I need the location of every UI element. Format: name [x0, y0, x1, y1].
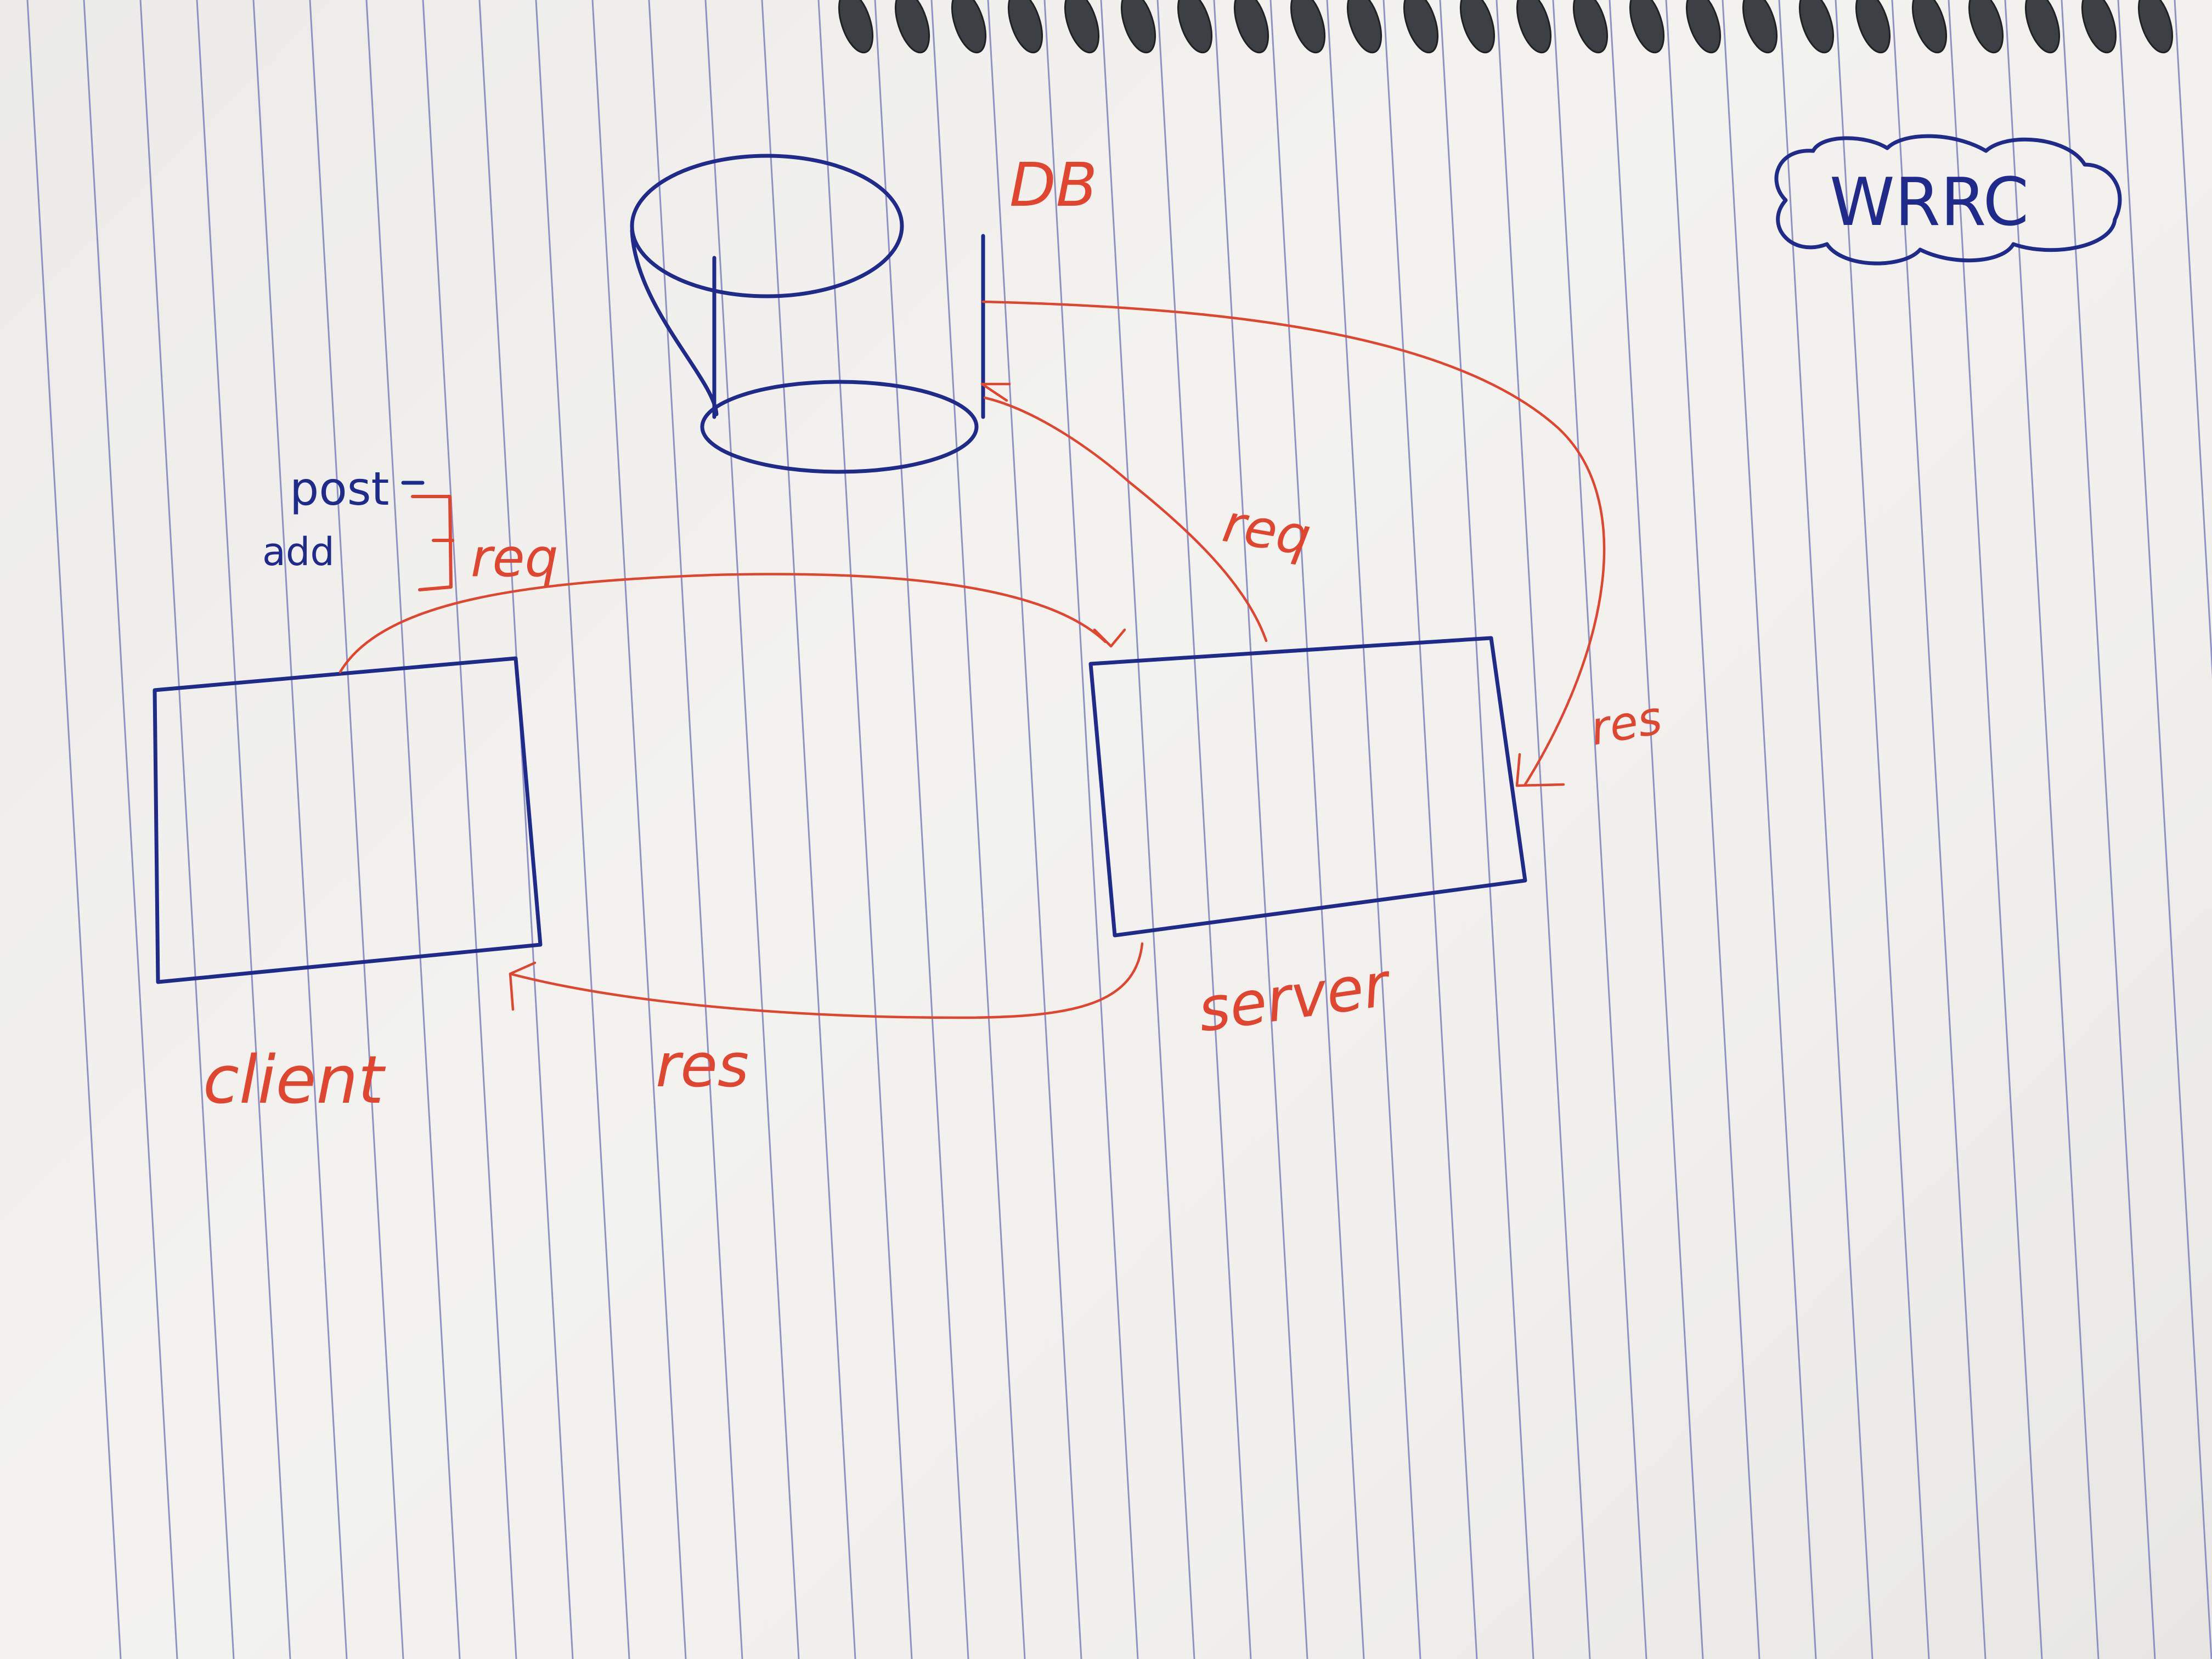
spiral-coil — [1855, 0, 1891, 54]
db-bottom-ellipse — [700, 380, 979, 474]
ruled-line — [535, 0, 630, 1659]
spiral-coil — [1685, 0, 1722, 54]
ruled-line — [252, 0, 348, 1659]
ruled-line — [987, 0, 1082, 1659]
db-cylinder — [630, 154, 985, 474]
ruled-line — [309, 0, 404, 1659]
ruled-line — [1439, 0, 1534, 1659]
spiral-coil — [1064, 0, 1100, 54]
spiral-coil — [1290, 0, 1326, 54]
spiral-coil — [838, 0, 874, 54]
ruled-line — [2061, 0, 2156, 1659]
db-label: DB — [1009, 150, 1097, 220]
ruled-line — [874, 0, 969, 1659]
spiral-coil — [2081, 0, 2117, 54]
edge-client-to-server — [338, 573, 1107, 674]
ruled-line — [761, 0, 856, 1659]
method-add: add — [262, 529, 335, 574]
edge-db-to-server — [981, 300, 1606, 786]
server-box — [1088, 636, 1527, 938]
ruled-line — [1043, 0, 1139, 1659]
ruled-line — [1100, 0, 1195, 1659]
spiral-coil — [1007, 0, 1043, 54]
ruled-line — [817, 0, 913, 1659]
title-cloud — [1774, 134, 2122, 266]
arrowhead-server-to-client — [509, 961, 537, 1011]
edge-label-client-to-server: req — [471, 527, 558, 589]
arrowhead-db-to-server — [1515, 753, 1565, 787]
ruled-line — [196, 0, 291, 1659]
ruled-line — [2004, 0, 2100, 1659]
spiral-coil — [1459, 0, 1496, 54]
ruled-line — [1552, 0, 1647, 1659]
ruled-line — [1609, 0, 1704, 1659]
ruled-line — [2117, 0, 2212, 1659]
spiral-coil — [1572, 0, 1609, 54]
ruled-line — [1665, 0, 1760, 1659]
ruled-line — [1891, 0, 1987, 1659]
spiral-coil — [1233, 0, 1269, 54]
edge-label-server-to-db: req — [1218, 492, 1315, 568]
ruled-line — [139, 0, 235, 1659]
client-label: client — [203, 1042, 386, 1119]
spiral-binding — [838, 0, 2174, 54]
ruled-line — [1326, 0, 1421, 1659]
ruled-line — [1496, 0, 1591, 1659]
req-bracket — [411, 495, 453, 591]
spiral-coil — [1742, 0, 1778, 54]
spiral-coil — [1798, 0, 1835, 54]
ruled-line — [2174, 0, 2212, 679]
spiral-coil — [1968, 0, 2004, 54]
ruled-line — [365, 0, 461, 1659]
spiral-coil — [1629, 0, 1665, 54]
ruled-line — [930, 0, 1026, 1659]
db-left-side-top — [630, 228, 719, 416]
method-post: post — [290, 462, 389, 516]
ruled-line — [422, 0, 517, 1659]
title-cloud-text: WRRC — [1830, 165, 2029, 241]
spiral-coil — [2137, 0, 2174, 54]
db-top-ellipse — [630, 154, 904, 298]
ruled-lines — [26, 0, 2212, 1659]
spiral-coil — [1911, 0, 1948, 54]
spiral-coil — [1403, 0, 1439, 54]
ruled-line — [591, 0, 687, 1659]
ruled-line — [1269, 0, 1365, 1659]
ruled-line — [478, 0, 574, 1659]
ruled-line — [1948, 0, 2043, 1659]
edge-label-db-to-server: res — [1586, 691, 1666, 756]
spiral-coil — [951, 0, 987, 54]
ruled-line — [1835, 0, 1930, 1659]
ruled-line — [1213, 0, 1308, 1659]
ruled-line — [26, 0, 122, 1659]
edge-server-to-client — [509, 942, 1144, 1019]
edge-server-to-db — [983, 396, 1268, 642]
spiral-coil — [2024, 0, 2061, 54]
ruled-line — [1383, 0, 1478, 1659]
arrowhead-client-to-server — [1093, 628, 1126, 648]
spiral-coil — [1120, 0, 1156, 54]
spiral-coil — [1346, 0, 1383, 54]
ruled-line — [83, 0, 178, 1659]
ruled-line — [704, 0, 800, 1659]
server-label: server — [1194, 949, 1396, 1046]
client-box — [153, 656, 543, 984]
ruled-line — [1156, 0, 1252, 1659]
ruled-line — [1778, 0, 1874, 1659]
spiral-coil — [894, 0, 930, 54]
cloud-outline — [1774, 134, 2122, 266]
spiral-coil — [1177, 0, 1213, 54]
edge-label-server-to-client: res — [656, 1030, 749, 1101]
spiral-coil — [1516, 0, 1552, 54]
ruled-line — [1722, 0, 1817, 1659]
arrowhead-server-to-db — [980, 382, 1011, 402]
ruled-line — [648, 0, 743, 1659]
